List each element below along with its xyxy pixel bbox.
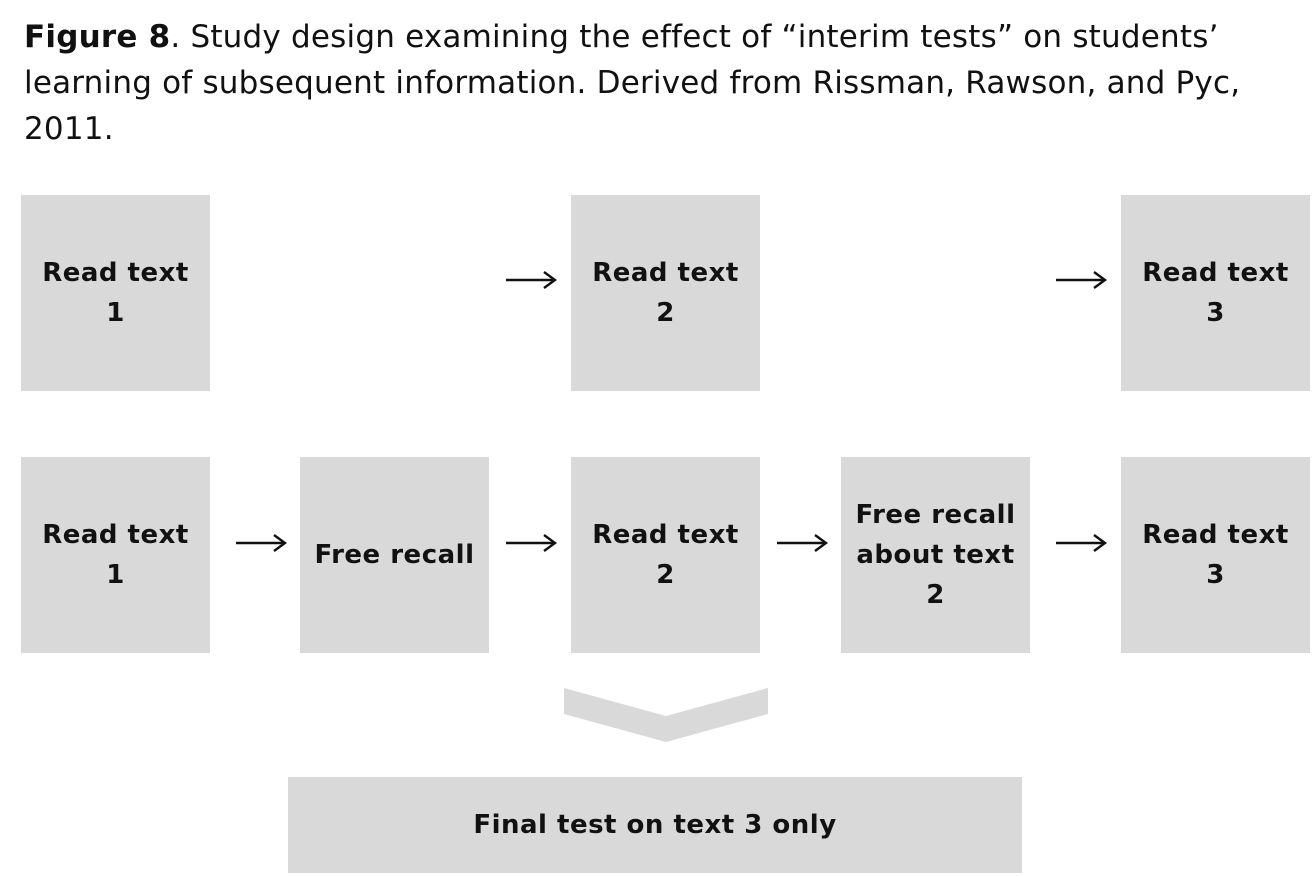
row2-free-recall-label: Free recall <box>314 540 475 570</box>
row1-read-text-2-box: Read text 2 <box>571 195 760 391</box>
row2-arrow-icon-4 <box>1055 533 1107 553</box>
row1-read-text-3-label: Read text 3 <box>1142 258 1289 328</box>
row1-read-text-1-label: Read text 1 <box>42 258 189 328</box>
row2-free-recall-text-2-label: Free recall about text 2 <box>855 500 1016 610</box>
row2-arrow-icon-3 <box>776 533 828 553</box>
row1-arrow-icon-2 <box>1055 270 1107 290</box>
row2-read-text-1-box: Read text 1 <box>21 457 210 653</box>
figure-number: Figure 8 <box>24 19 171 55</box>
figure-caption: Figure 8. Study design examining the eff… <box>24 14 1294 152</box>
row1-read-text-1-box: Read text 1 <box>21 195 210 391</box>
row2-read-text-1-label: Read text 1 <box>42 520 189 590</box>
row2-read-text-3-label: Read text 3 <box>1142 520 1289 590</box>
row2-read-text-3-box: Read text 3 <box>1121 457 1310 653</box>
row2-read-text-2-box: Read text 2 <box>571 457 760 653</box>
row2-read-text-2-label: Read text 2 <box>592 520 739 590</box>
row2-free-recall-box: Free recall <box>300 457 489 653</box>
row2-free-recall-text-2-box: Free recall about text 2 <box>841 457 1030 653</box>
row1-arrow-icon-1 <box>505 270 557 290</box>
final-test-label: Final test on text 3 only <box>473 810 837 840</box>
figure-caption-text: . Study design examining the effect of “… <box>24 19 1241 147</box>
chevron-down-icon <box>564 688 769 748</box>
row1-read-text-3-box: Read text 3 <box>1121 195 1310 391</box>
final-test-box: Final test on text 3 only <box>288 777 1022 873</box>
row2-arrow-icon-2 <box>505 533 557 553</box>
row1-read-text-2-label: Read text 2 <box>592 258 739 328</box>
row2-arrow-icon-1 <box>235 533 287 553</box>
